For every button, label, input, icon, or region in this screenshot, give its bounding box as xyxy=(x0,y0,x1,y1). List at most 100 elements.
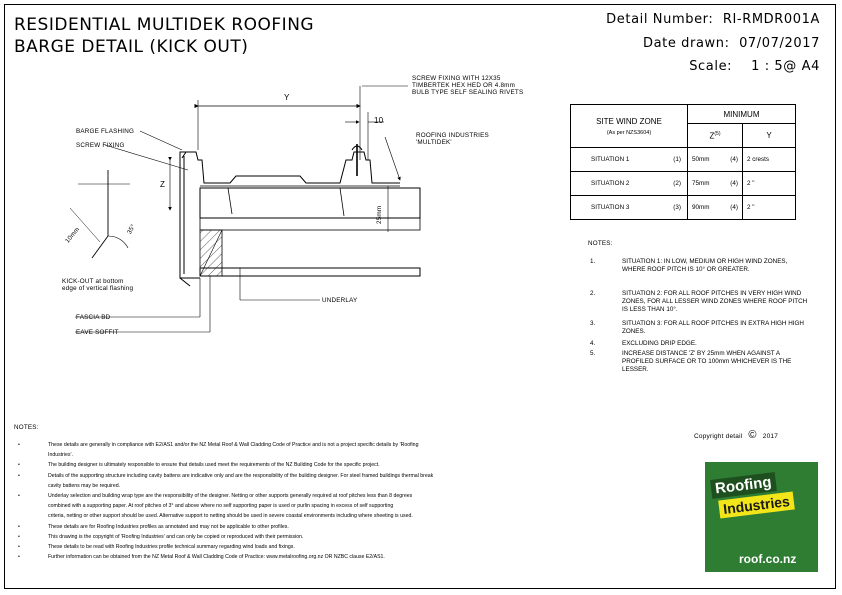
label-kickout: KICK-OUT at bottom edge of vertical flas… xyxy=(62,278,133,292)
note-bullet: • xyxy=(18,462,20,469)
col-z-label: Z xyxy=(709,131,715,141)
label-fascia: FASCIA BD xyxy=(76,314,111,321)
bottom-notes-heading: NOTES: xyxy=(14,424,39,431)
date-value: 07/07/2017 xyxy=(739,36,820,51)
note-text: cavity battens may be required. xyxy=(48,482,121,489)
label-dim-10: 10 xyxy=(374,116,384,125)
bottom-notes-list: • These details are generally in complian… xyxy=(18,442,658,572)
copyright-text: Copyright detail xyxy=(694,433,743,440)
note-text: These details are for Roofing Industries… xyxy=(48,523,289,530)
multidek-roof-sheet xyxy=(181,151,400,187)
note-number: 1. xyxy=(590,258,596,265)
label-dim-z: Z xyxy=(160,180,166,189)
note-text: criteria, netting or other support shoul… xyxy=(48,513,413,520)
note-number: 3. xyxy=(590,320,596,327)
logo-url: roof.co.nz xyxy=(739,552,797,566)
z-ref: (4) xyxy=(730,156,738,163)
situation-ref: (2) xyxy=(673,180,681,187)
note-text: SITUATION 2: FOR ALL ROOF PITCHES IN VER… xyxy=(622,290,808,313)
detail-number-label: Detail Number: xyxy=(606,12,714,27)
note-text: SITUATION 3: FOR ALL ROOF PITCHES IN EXT… xyxy=(622,320,804,335)
situation-ref: (1) xyxy=(673,156,681,163)
y-value: 2 " xyxy=(742,171,796,196)
table-row: SITUATION 2 (2) 75mm (4) 2 " xyxy=(570,171,796,196)
screw-note-line-2: TIMBERTEK HEX HED OR 4.8mm xyxy=(412,82,516,89)
note-text: This drawing is the copyright of 'Roofin… xyxy=(48,533,304,540)
note-text: INCREASE DISTANCE 'Z' BY 25mm WHEN AGAIN… xyxy=(622,350,792,373)
z-value: 75mm xyxy=(692,180,710,187)
label-screw-fixing: SCREW FIXING xyxy=(76,142,125,149)
situation-label: SITUATION 3 xyxy=(591,204,630,211)
zone-subheading: (As per NZS3604) xyxy=(606,129,652,136)
rafter xyxy=(199,187,421,219)
z-cell: 50mm (4) xyxy=(687,147,743,172)
table-row: SITUATION 3 (3) 90mm(4) 2 " xyxy=(570,195,796,220)
note-bullet: • xyxy=(18,554,20,561)
note-text: These details are generally in complianc… xyxy=(48,442,419,448)
date-label: Date drawn: xyxy=(642,36,730,51)
rivet xyxy=(351,144,363,176)
note-bullet: • xyxy=(18,544,20,550)
situation-label-cell: SITUATION 1 (1) xyxy=(570,147,688,172)
note-number: 5. xyxy=(590,350,596,357)
note-text: SITUATION 1: IN LOW, MEDIUM OR HIGH WIND… xyxy=(622,258,788,273)
z-ref: (4) xyxy=(730,180,738,187)
barge-flashing xyxy=(179,151,200,287)
roofing-profile-note: ROOFING INDUSTRIES 'MULTIDEK' xyxy=(416,132,489,146)
detail-number: RI-RMDR001A xyxy=(722,12,820,27)
title-line-2: BARGE DETAIL (KICK OUT) xyxy=(14,37,249,57)
screws xyxy=(227,187,345,217)
situation-label-cell: SITUATION 3 (3) xyxy=(570,195,688,220)
note-text: Further information can be obtained from… xyxy=(48,554,385,561)
screw-note-line-1: SCREW FIXING WITH 12X35 xyxy=(412,75,501,82)
note-bullet: • xyxy=(18,493,20,499)
note-text: Underlay selection and building wrap typ… xyxy=(48,493,413,499)
dimension-10 xyxy=(345,112,384,160)
table-header-zone: SITE WIND ZONE (As per NZS3604) xyxy=(570,104,688,148)
roofing-note-line-2: 'MULTIDEK' xyxy=(416,139,452,146)
detail-number-row: Detail Number: RI-RMDR001A xyxy=(606,12,820,27)
table-row: SITUATION 1 (1) 50mm (4) 2 crests xyxy=(570,147,796,172)
label-barge-flashing: BARGE FLASHING xyxy=(76,128,135,135)
col-z-ref: (5) xyxy=(714,130,721,137)
situation-label: SITUATION 2 xyxy=(591,180,630,187)
note-number: 4. xyxy=(590,340,596,347)
drawing-frame xyxy=(4,4,836,589)
roofing-note-line-1: ROOFING INDUSTRIES xyxy=(416,132,489,139)
z-ref: (4) xyxy=(730,204,738,211)
right-notes-list: 1. SITUATION 1: IN LOW, MEDIUM OR HIGH W… xyxy=(590,258,830,388)
wind-zone-table: SITE WIND ZONE (As per NZS3604) MINIMUM … xyxy=(570,104,796,220)
date-row: Date drawn: 07/07/2017 xyxy=(643,36,820,51)
situation-label: SITUATION 1 xyxy=(591,156,630,163)
note-text: Industries'. xyxy=(48,452,73,459)
kickout-line-2: edge of vertical flashing xyxy=(62,285,134,292)
note-number: 2. xyxy=(590,290,596,297)
roofing-industries-logo: Roofing Industries roof.co.nz xyxy=(705,462,818,572)
label-underlay: UNDERLAY xyxy=(322,297,358,304)
drawing-title: RESIDENTIAL MULTIDEK ROOFING BARGE DETAI… xyxy=(14,14,314,58)
screw-fixing-note: SCREW FIXING WITH 12X35 TIMBERTEK HEX HE… xyxy=(412,75,523,96)
situation-ref: (3) xyxy=(673,204,681,211)
scale-label: Scale: xyxy=(689,59,733,74)
scale-row: Scale: 1 : 5@ A4 xyxy=(689,59,820,74)
z-cell: 90mm(4) xyxy=(687,195,743,220)
copyright-line: Copyright detail © 2017 xyxy=(694,429,778,441)
title-line-1: RESIDENTIAL MULTIDEK ROOFING xyxy=(14,15,315,35)
situation-label-cell: SITUATION 2 (2) xyxy=(570,171,688,196)
table-col-z: Z(5) xyxy=(687,123,743,148)
note-bullet: • xyxy=(18,523,20,530)
note-text: These details to be read with Roofing In… xyxy=(48,544,295,550)
y-value: 2 " xyxy=(742,195,796,220)
y-value: 2 crests xyxy=(742,147,796,172)
table-header-minimum: MINIMUM xyxy=(687,104,796,124)
left-leaders xyxy=(75,130,401,333)
label-dim-25mm: 25mm xyxy=(376,205,383,224)
dimension-y xyxy=(194,86,361,160)
note-text: combined with a supporting paper. At roo… xyxy=(48,503,394,510)
zone-heading: SITE WIND ZONE xyxy=(596,116,662,126)
note-bullet: • xyxy=(18,533,20,540)
copyright-symbol: © xyxy=(748,429,757,441)
z-value: 50mm xyxy=(692,156,710,163)
note-bullet: • xyxy=(18,472,20,479)
